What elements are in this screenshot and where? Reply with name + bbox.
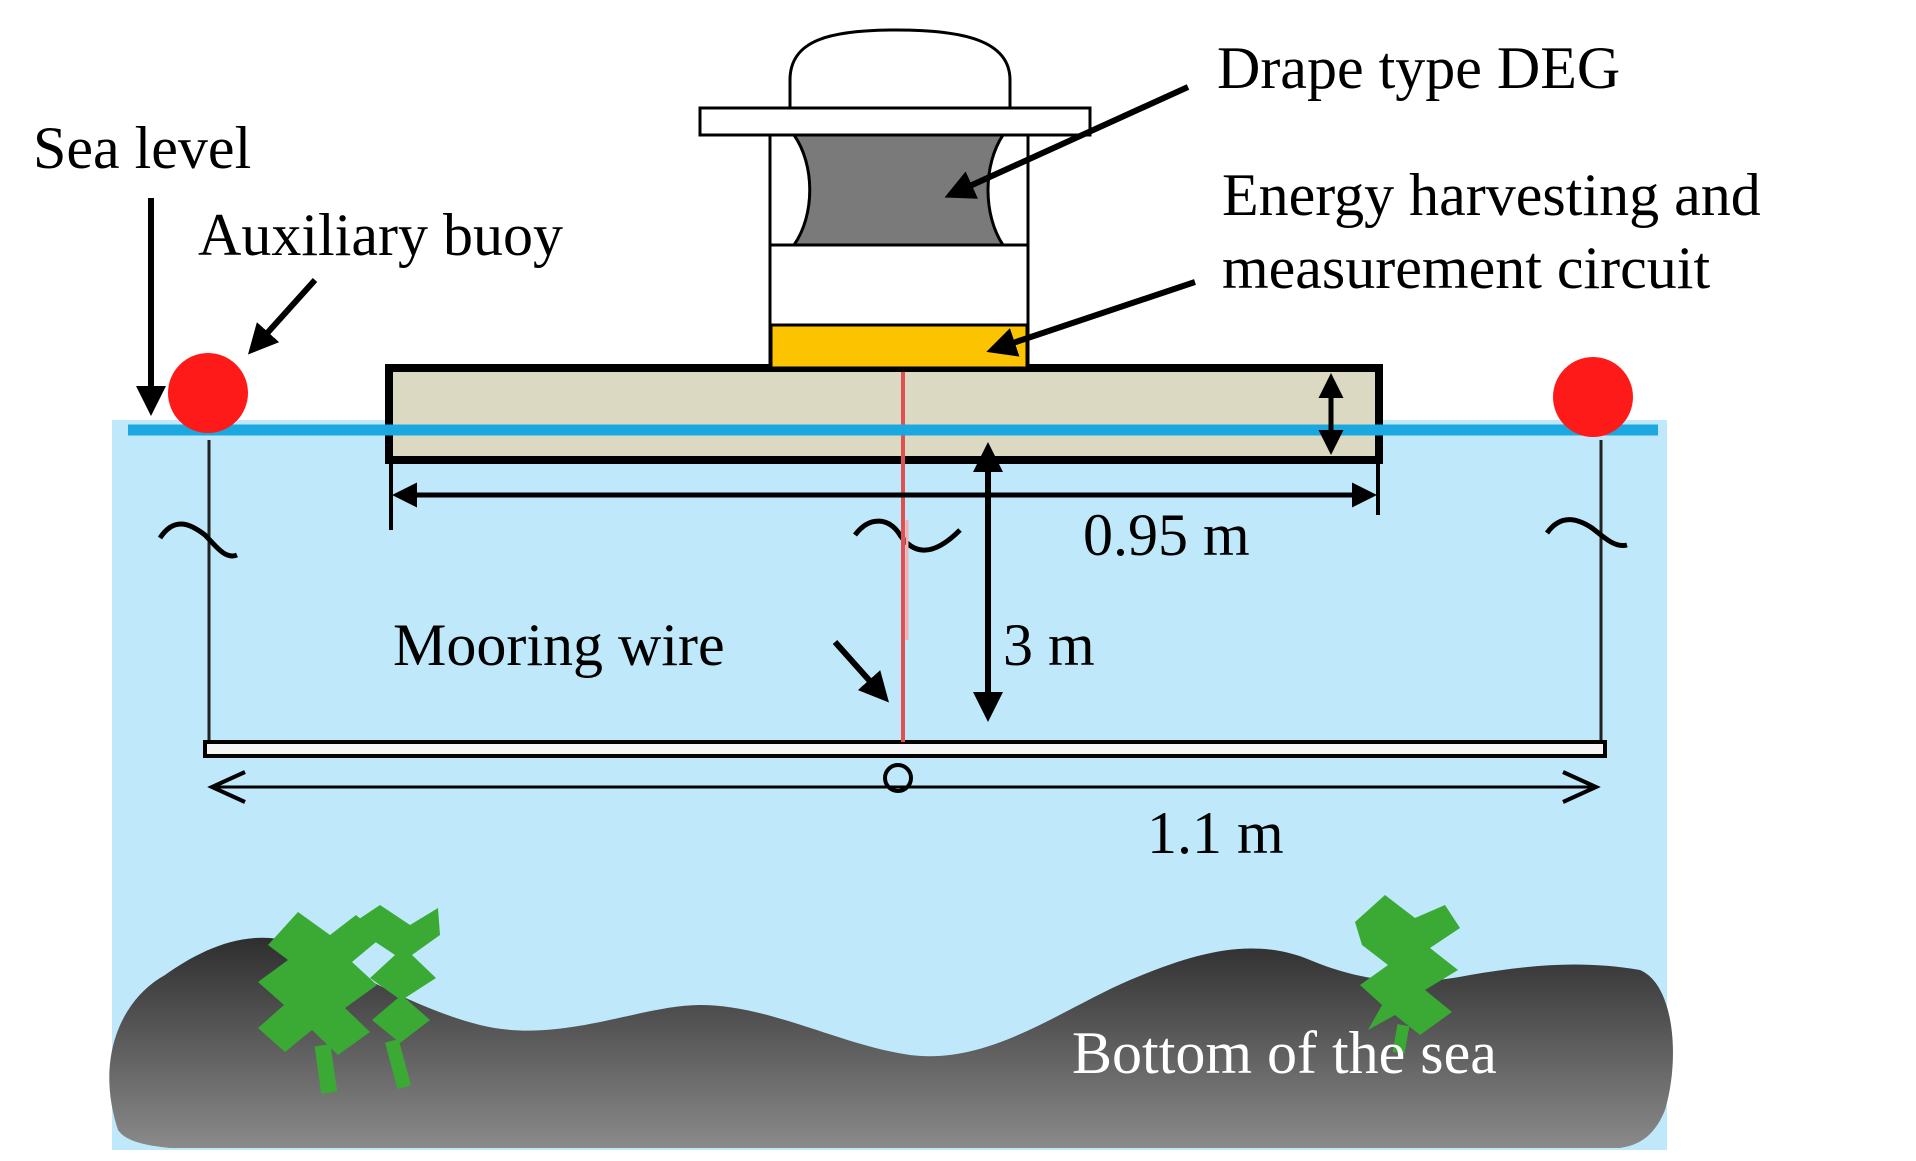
label-sea-level: Sea level [33,115,251,181]
deg-drape [791,133,1006,247]
break-mark-center [853,518,962,553]
label-depth-3m: 3 m [1003,612,1095,678]
energy-circuit-block [769,323,1029,370]
seaweed-left [258,905,440,1094]
deg-top-plate [698,106,1092,137]
pointer-energy-circuit [986,279,1196,357]
break-mark-left [157,521,238,559]
pointer-auxiliary-buoy [247,277,318,355]
drape-deg-unit [698,28,1092,370]
seabed [109,937,1673,1148]
auxiliary-buoy-left [168,353,248,433]
label-energy-line1: Energy harvesting and [1222,162,1761,228]
auxiliary-buoy-right [1553,357,1633,437]
label-drape-deg: Drape type DEG [1217,35,1620,101]
deg-dome [788,28,1012,112]
frame-ring [883,763,913,793]
label-auxiliary-buoy: Auxiliary buoy [198,202,563,268]
arrowhead-right-1-1m [1562,770,1601,804]
label-mooring-wire: Mooring wire [393,612,725,678]
seaweed-right [1355,895,1460,1054]
label-sea-bottom: Bottom of the sea [1072,1020,1497,1086]
break-mark-right [1544,517,1628,549]
label-width-1-1m: 1.1 m [1147,800,1284,866]
float-board [385,364,1383,464]
arrowhead-left-1-1m [207,770,246,804]
pointer-mooring-wire [832,640,889,703]
label-energy-line2: measurement circuit [1222,235,1710,301]
pointer-drape-deg [944,84,1190,199]
label-width-095m: 0.95 m [1083,502,1250,568]
bottom-frame-bar [203,740,1607,758]
